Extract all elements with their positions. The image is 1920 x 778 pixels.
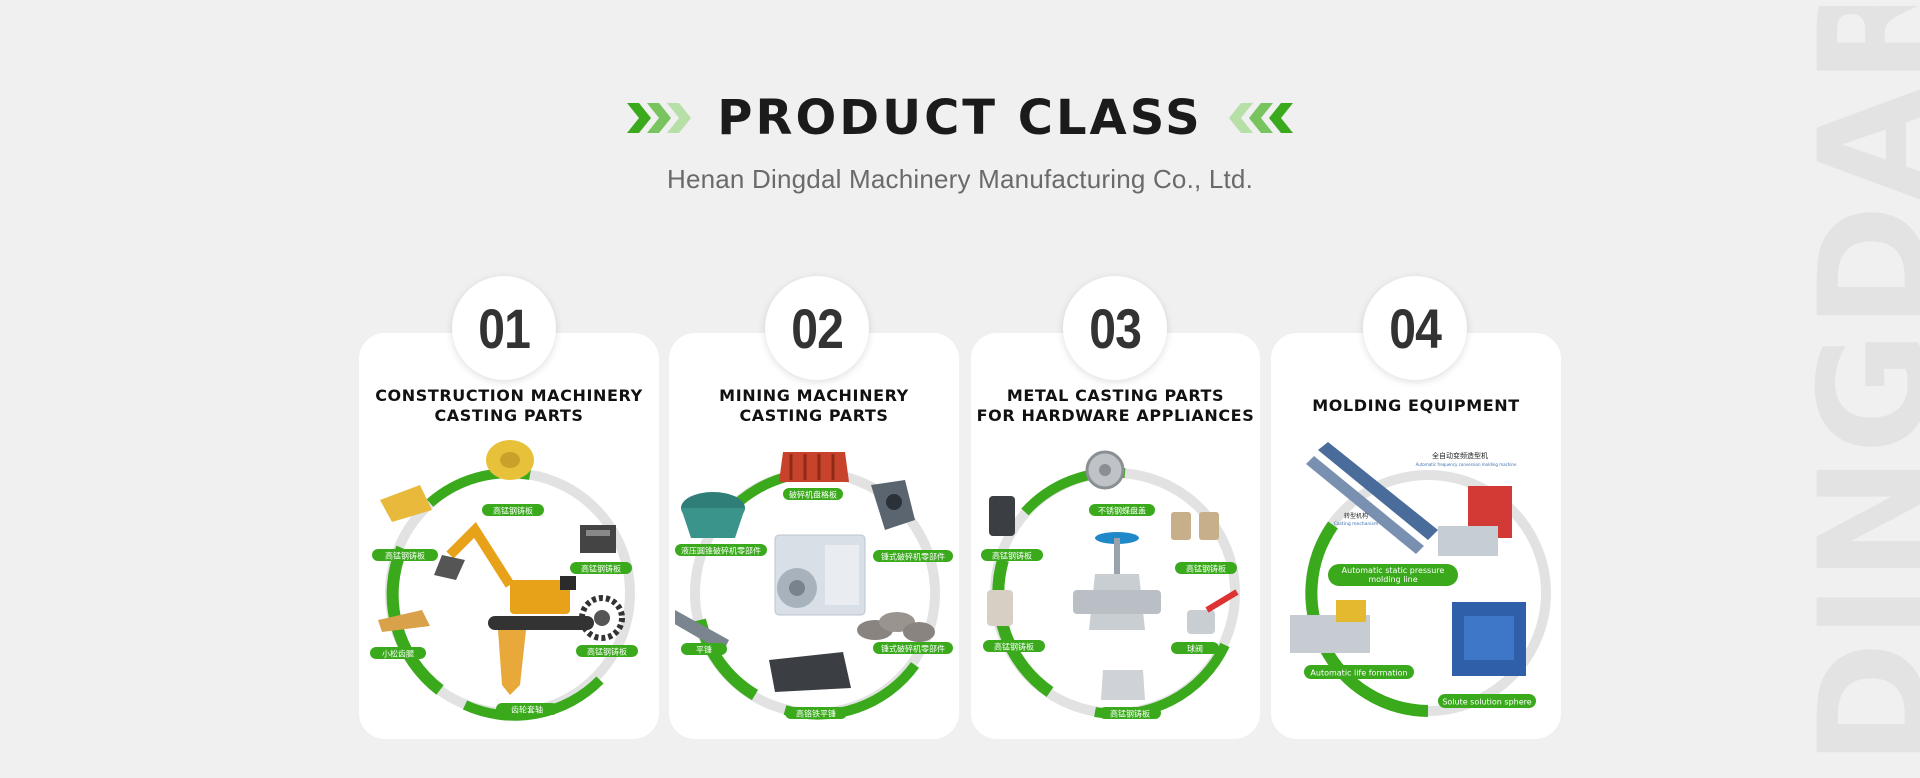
product-wheel-illustration[interactable]: 破碎机盘格板 液压圆锥破碎机零部件 锤式破碎机零部件 平锤 锤式破碎机零部件 高…	[675, 430, 955, 735]
card-title-line: MINING MACHINERY	[719, 386, 909, 405]
idler-wheel-icon	[486, 440, 534, 480]
part-label: 高锰钢铸板	[587, 647, 627, 657]
card-title-line: METAL CASTING PARTS	[1006, 386, 1225, 405]
part-label: 齿轮套轴	[511, 705, 543, 715]
card-title: CONSTRUCTION MACHINERY CASTING PARTS	[359, 386, 659, 426]
part-label: 高锰钢铸板	[992, 551, 1032, 561]
chevron-left-icon	[1228, 103, 1293, 133]
part-label: 破碎机盘格板	[789, 490, 837, 500]
product-label-tags: 全自动变频造型机 Automatic frequency conversion …	[1304, 451, 1536, 708]
hammer-head-icon	[871, 480, 915, 530]
static-press-machine-icon	[1290, 600, 1370, 653]
product-label-tags: 高锰钢铸板 高锰钢铸板 高锰钢铸板 高锰钢铸板 小松齿腿 齿轮套轴	[370, 504, 638, 715]
part-label: 平锤	[696, 645, 712, 655]
card-title-line: CASTING PARTS	[434, 406, 584, 425]
butterfly-valve-icon	[1085, 450, 1125, 490]
product-label-tags: 破碎机盘格板 液压圆锥破碎机零部件 锤式破碎机零部件 平锤 锤式破碎机零部件 高…	[675, 488, 953, 719]
adapter-tooth-icon	[378, 610, 430, 632]
part-label: 高锰钢铸板	[493, 506, 533, 516]
card-number-badge: 02	[765, 276, 869, 380]
part-label: 高锰钢铸板	[994, 642, 1034, 652]
flat-hammer-icon	[675, 610, 729, 652]
company-subtitle: Henan Dingdal Machinery Manufacturing Co…	[666, 164, 1254, 194]
crusher-machine-icon	[774, 534, 866, 616]
induction-furnace-icon	[1452, 602, 1526, 676]
part-label: 高锰钢铸板	[581, 564, 621, 574]
excavator-icon	[434, 522, 594, 630]
part-label: molding line	[1368, 575, 1417, 584]
bucket-tooth-icon	[380, 485, 432, 522]
card-number: 02	[791, 296, 844, 360]
part-label: Automatic life formation	[1310, 669, 1407, 678]
part-label: 球阀	[1187, 644, 1203, 654]
part-label: 高锰钢铸板	[1186, 564, 1226, 574]
product-wheel-illustration[interactable]: 不锈钢蝶盘盖 高锰钢铸板 高锰钢铸板 高锰钢铸板 球阀 高锰钢铸板	[975, 430, 1255, 735]
card-number-badge: 03	[1063, 276, 1167, 380]
title-row: PRODUCT CLASS	[0, 86, 1920, 150]
part-label: 高锰钢铸板	[1110, 709, 1150, 719]
part-label: 全自动变频造型机	[1432, 451, 1488, 460]
page-title: PRODUCT CLASS	[717, 90, 1203, 146]
product-label-tags: 不锈钢蝶盘盖 高锰钢铸板 高锰钢铸板 高锰钢铸板 球阀 高锰钢铸板	[981, 504, 1237, 719]
card-number-badge: 04	[1363, 276, 1467, 380]
card-number: 03	[1089, 296, 1142, 360]
card-title: MINING MACHINERY CASTING PARTS	[669, 386, 959, 426]
tooth-point-icon	[498, 630, 526, 695]
product-wheel-illustration[interactable]: 高锰钢铸板 高锰钢铸板 高锰钢铸板 高锰钢铸板 小松齿腿 齿轮套轴	[370, 430, 650, 735]
part-label: Automatic frequency conversion molding m…	[1416, 462, 1517, 467]
part-label: 锤式破碎机零部件	[881, 644, 945, 654]
part-label: Automatic static pressure	[1342, 566, 1445, 575]
card-title-line: MOLDING EQUIPMENT	[1312, 396, 1520, 415]
ball-valve-icon	[1187, 589, 1239, 634]
card-number: 01	[478, 296, 531, 360]
part-label: Solute solution sphere	[1442, 698, 1531, 707]
elbow-fitting-icon	[1101, 670, 1145, 700]
part-label: 高铬铁平锤	[796, 709, 836, 719]
tee-fitting-icon	[987, 590, 1013, 626]
section-header: PRODUCT CLASS Henan Dingdal Machinery Ma…	[0, 86, 1920, 195]
part-label: 锤式破碎机零部件	[881, 552, 945, 562]
hammer-set-icon	[857, 612, 935, 642]
card-title: MOLDING EQUIPMENT	[1271, 396, 1561, 416]
part-label: Casting mechanism	[1334, 521, 1378, 527]
product-wheel-illustration[interactable]: 全自动变频造型机 Automatic frequency conversion …	[1278, 430, 1558, 735]
card-title: METAL CASTING PARTS FOR HARDWARE APPLIAN…	[971, 386, 1260, 426]
card-number: 04	[1389, 296, 1442, 360]
card-title-line: CONSTRUCTION MACHINERY	[375, 386, 643, 405]
card-title-line: CASTING PARTS	[739, 406, 889, 425]
part-label: 小松齿腿	[382, 649, 414, 659]
grate-plate-icon	[779, 452, 849, 482]
globe-valve-icon	[1073, 532, 1161, 630]
track-chain-icon	[580, 525, 616, 553]
card-number-badge: 01	[452, 276, 556, 380]
pipe-fitting-icon	[989, 496, 1015, 536]
cone-liner-icon	[681, 492, 745, 538]
part-label: 不锈钢蝶盘盖	[1098, 506, 1146, 516]
molding-line-icon	[1306, 442, 1512, 556]
chrome-hammer-icon	[769, 652, 851, 692]
part-label: 转型机构	[1344, 512, 1368, 520]
sprocket-icon	[579, 595, 625, 641]
hex-nipple-icon	[1171, 512, 1219, 540]
card-title-line: FOR HARDWARE APPLIANCES	[976, 406, 1255, 425]
chevron-right-icon	[627, 103, 692, 133]
part-label: 液压圆锥破碎机零部件	[681, 546, 761, 556]
part-label: 高锰钢铸板	[385, 551, 425, 561]
